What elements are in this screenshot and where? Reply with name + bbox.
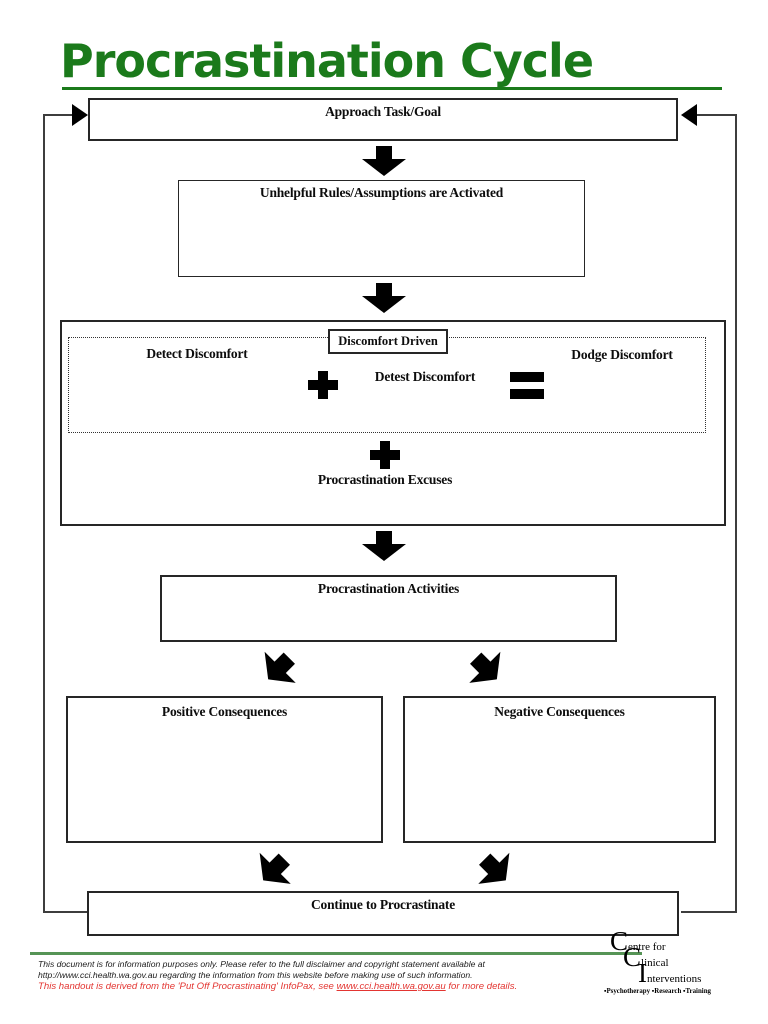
- loop-arrowhead-left-icon: [681, 104, 697, 126]
- discomfort-driven-label: Discomfort Driven: [338, 334, 438, 348]
- cci-logo-initial: I: [638, 958, 647, 988]
- procrastination-excuses-label: Procrastination Excuses: [317, 472, 453, 487]
- equals-icon-bar: [510, 389, 544, 399]
- loop-line-left: [43, 114, 45, 913]
- cci-logo-initial: C: [623, 942, 642, 972]
- procrastination-activities-box: Procrastination Activities: [160, 575, 617, 642]
- disclaimer-line-1: This document is for information purpose…: [38, 959, 485, 969]
- cci-logo-text: linical: [641, 957, 669, 969]
- approach-task-goal-label: Approach Task/Goal: [325, 104, 441, 119]
- continue-procrastinate-label: Continue to Procrastinate: [311, 897, 455, 912]
- cci-logo-text: entre for: [628, 941, 666, 953]
- loop-line-bottom-left: [43, 911, 87, 913]
- discomfort-cycle-box: [60, 320, 726, 526]
- detect-discomfort-label: Detect Discomfort: [146, 346, 248, 361]
- disclaimer-line-3-prefix: This handout is derived from the 'Put Of…: [38, 981, 337, 992]
- bent-arrow-right-icon: [469, 844, 525, 900]
- plus-icon-bar: [380, 441, 390, 469]
- negative-consequences-box: Negative Consequences: [403, 696, 716, 843]
- loop-line-top-right: [697, 114, 737, 116]
- bent-arrow-right-icon: [460, 643, 516, 699]
- loop-line-top-left: [43, 114, 74, 116]
- positive-consequences-box: Positive Consequences: [66, 696, 383, 843]
- disclaimer-line-2: http://www.cci.health.wa.gov.au regardin…: [38, 970, 473, 980]
- page-title: Procrastination Cycle: [60, 34, 594, 88]
- plus-icon-bar: [318, 371, 328, 399]
- down-arrow-icon: [362, 146, 406, 181]
- detest-discomfort-label: Detest Discomfort: [374, 369, 476, 384]
- loop-line-right: [735, 114, 737, 913]
- approach-task-goal-box: Approach Task/Goal: [88, 98, 678, 141]
- positive-consequences-label: Positive Consequences: [161, 704, 288, 719]
- disclaimer-line-3-suffix: for more details.: [445, 981, 518, 992]
- unhelpful-rules-label: Unhelpful Rules/Assumptions are Activate…: [259, 185, 504, 200]
- title-underline: [62, 87, 722, 90]
- cci-logo-tagline: ▪Psychotherapy ▪Research ▪Training: [604, 988, 711, 995]
- cci-logo: Centre for Clinical Interventions ▪Psych…: [604, 928, 754, 996]
- cci-logo-line-1: Centre for: [610, 928, 754, 955]
- negative-consequences-label: Negative Consequences: [494, 704, 625, 719]
- cci-logo-line-3: Interventions: [638, 960, 754, 987]
- loop-line-bottom-right: [681, 911, 737, 913]
- bent-arrow-left-icon: [249, 643, 305, 699]
- continue-procrastinate-box: Continue to Procrastinate: [87, 891, 679, 936]
- unhelpful-rules-box: Unhelpful Rules/Assumptions are Activate…: [178, 180, 585, 277]
- equals-icon-bar: [510, 372, 544, 382]
- footer-rule: [30, 952, 642, 955]
- procrastination-activities-label: Procrastination Activities: [317, 581, 460, 596]
- plus-icon: [370, 441, 400, 469]
- down-arrow-icon: [362, 283, 406, 318]
- disclaimer-line-3: This handout is derived from the 'Put Of…: [38, 981, 517, 992]
- bent-arrow-left-icon: [244, 844, 300, 900]
- loop-arrowhead-right-icon: [72, 104, 88, 126]
- equals-icon: [510, 371, 544, 399]
- cci-logo-text: nterventions: [647, 973, 702, 985]
- down-arrow-icon: [362, 531, 406, 566]
- plus-icon: [308, 371, 338, 399]
- cci-logo-line-2: Clinical: [623, 944, 754, 971]
- dodge-discomfort-label: Dodge Discomfort: [571, 347, 673, 362]
- discomfort-driven-box: Discomfort Driven: [328, 329, 448, 354]
- cci-website-link[interactable]: www.cci.health.wa.gov.au: [336, 981, 446, 992]
- cci-logo-initial: C: [610, 926, 629, 956]
